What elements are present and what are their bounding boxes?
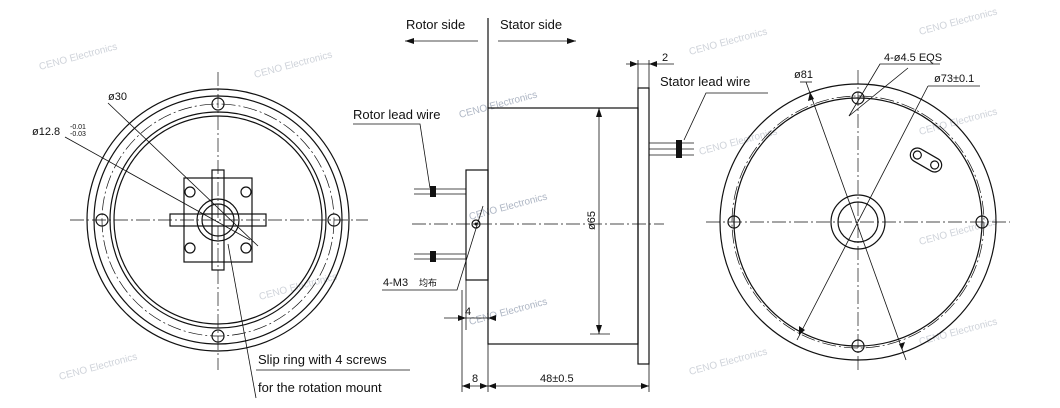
watermark: CENO Electronics (918, 6, 999, 37)
label-rotor-side: Rotor side (406, 17, 465, 32)
rear-view-stator (706, 63, 1010, 370)
label-slip-ring-1: Slip ring with 4 screws (258, 352, 387, 367)
watermark: CENO Electronics (918, 106, 999, 137)
label-slip-ring-2: for the rotation mount (258, 380, 382, 395)
dim-holes: 4-ø4.5 EQS (884, 52, 942, 64)
label-rotor-lead-wire: Rotor lead wire (353, 107, 440, 122)
watermark: CENO Electronics (468, 296, 549, 327)
watermark: CENO Electronics (688, 346, 769, 377)
watermark: CENO Electronics (58, 351, 139, 382)
dim-d81: ø81 (794, 69, 813, 81)
dim-step: 4 (465, 306, 471, 318)
watermark: CENO Electronics (468, 191, 549, 222)
label-m3-suffix: 均布 (419, 277, 437, 288)
label-stator-lead-wire: Stator lead wire (660, 74, 750, 89)
label-m3: 4-M3 (383, 277, 408, 289)
front-view-rotor (64, 72, 368, 399)
tolerance-lower: -0.03 (70, 131, 86, 138)
dim-d30: ø30 (108, 91, 127, 103)
dim-shaft: 8 (472, 373, 478, 385)
side-view (353, 18, 768, 392)
tolerance-upper: -0.01 (70, 124, 86, 131)
dim-length: 48±0.5 (540, 373, 574, 385)
dim-d73: ø73±0.1 (934, 73, 974, 85)
watermark: CENO Electronics (253, 49, 334, 80)
watermark: CENO Electronics (918, 316, 999, 347)
watermark: CENO Electronics (688, 26, 769, 57)
dim-flange: 2 (662, 52, 668, 64)
dim-d12-8: ø12.8 (32, 126, 60, 138)
watermark: CENO Electronics (38, 41, 119, 72)
watermark: CENO Electronics (258, 271, 339, 302)
watermark: CENO Electronics (918, 216, 999, 247)
dim-d65: ø65 (586, 211, 598, 230)
watermark: CENO Electronics (458, 89, 539, 120)
label-stator-side: Stator side (500, 17, 562, 32)
